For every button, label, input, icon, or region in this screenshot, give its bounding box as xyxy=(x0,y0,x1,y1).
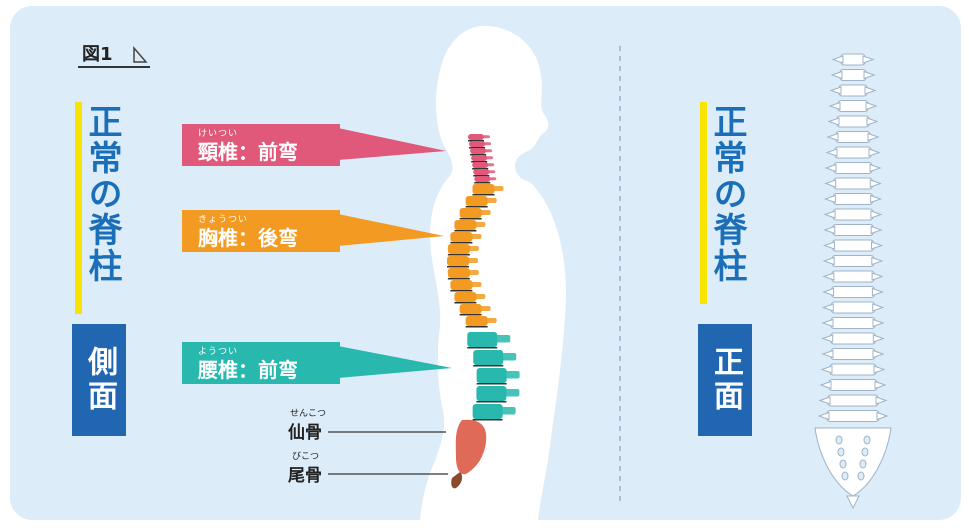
front-vertebra xyxy=(834,163,872,174)
sacral-foramen xyxy=(860,460,866,468)
sacral-foramen xyxy=(838,448,844,456)
front-vertebra xyxy=(840,70,866,81)
front-vertebra xyxy=(832,271,874,282)
front-vertebra xyxy=(838,101,868,112)
front-vertebra xyxy=(836,132,870,143)
front-vertebra xyxy=(831,333,876,344)
front-vertebra xyxy=(831,302,874,313)
front-vertebra xyxy=(832,287,875,298)
front-vertebra xyxy=(833,225,873,236)
front-vertebra xyxy=(831,349,875,360)
front-vertebra xyxy=(841,54,865,65)
sacral-foramen xyxy=(858,472,864,480)
front-vertebra xyxy=(837,116,869,127)
sacral-foramen xyxy=(836,436,842,444)
figure-panel: 図1 正常の脊柱 側面 正常の脊柱 正面 xyxy=(10,6,961,520)
sacral-foramen xyxy=(862,448,868,456)
front-vertebra xyxy=(839,85,867,96)
front-vertebra xyxy=(834,178,873,189)
front-vertebra xyxy=(827,411,879,422)
front-vertebra xyxy=(828,395,878,406)
front-vertebra xyxy=(835,147,871,158)
front-vertebra xyxy=(833,240,874,251)
front-sacrum xyxy=(815,428,891,496)
front-vertebra xyxy=(832,256,874,267)
front-vertebra xyxy=(833,194,872,205)
front-vertebra xyxy=(831,318,875,329)
spine-front-view xyxy=(10,6,961,520)
sacral-foramen xyxy=(840,460,846,468)
front-vertebra xyxy=(829,380,877,391)
sacral-foramen xyxy=(842,472,848,480)
front-vertebra xyxy=(833,209,873,220)
front-vertebra xyxy=(830,364,876,375)
front-coccyx xyxy=(847,496,859,508)
sacral-foramen xyxy=(864,436,870,444)
